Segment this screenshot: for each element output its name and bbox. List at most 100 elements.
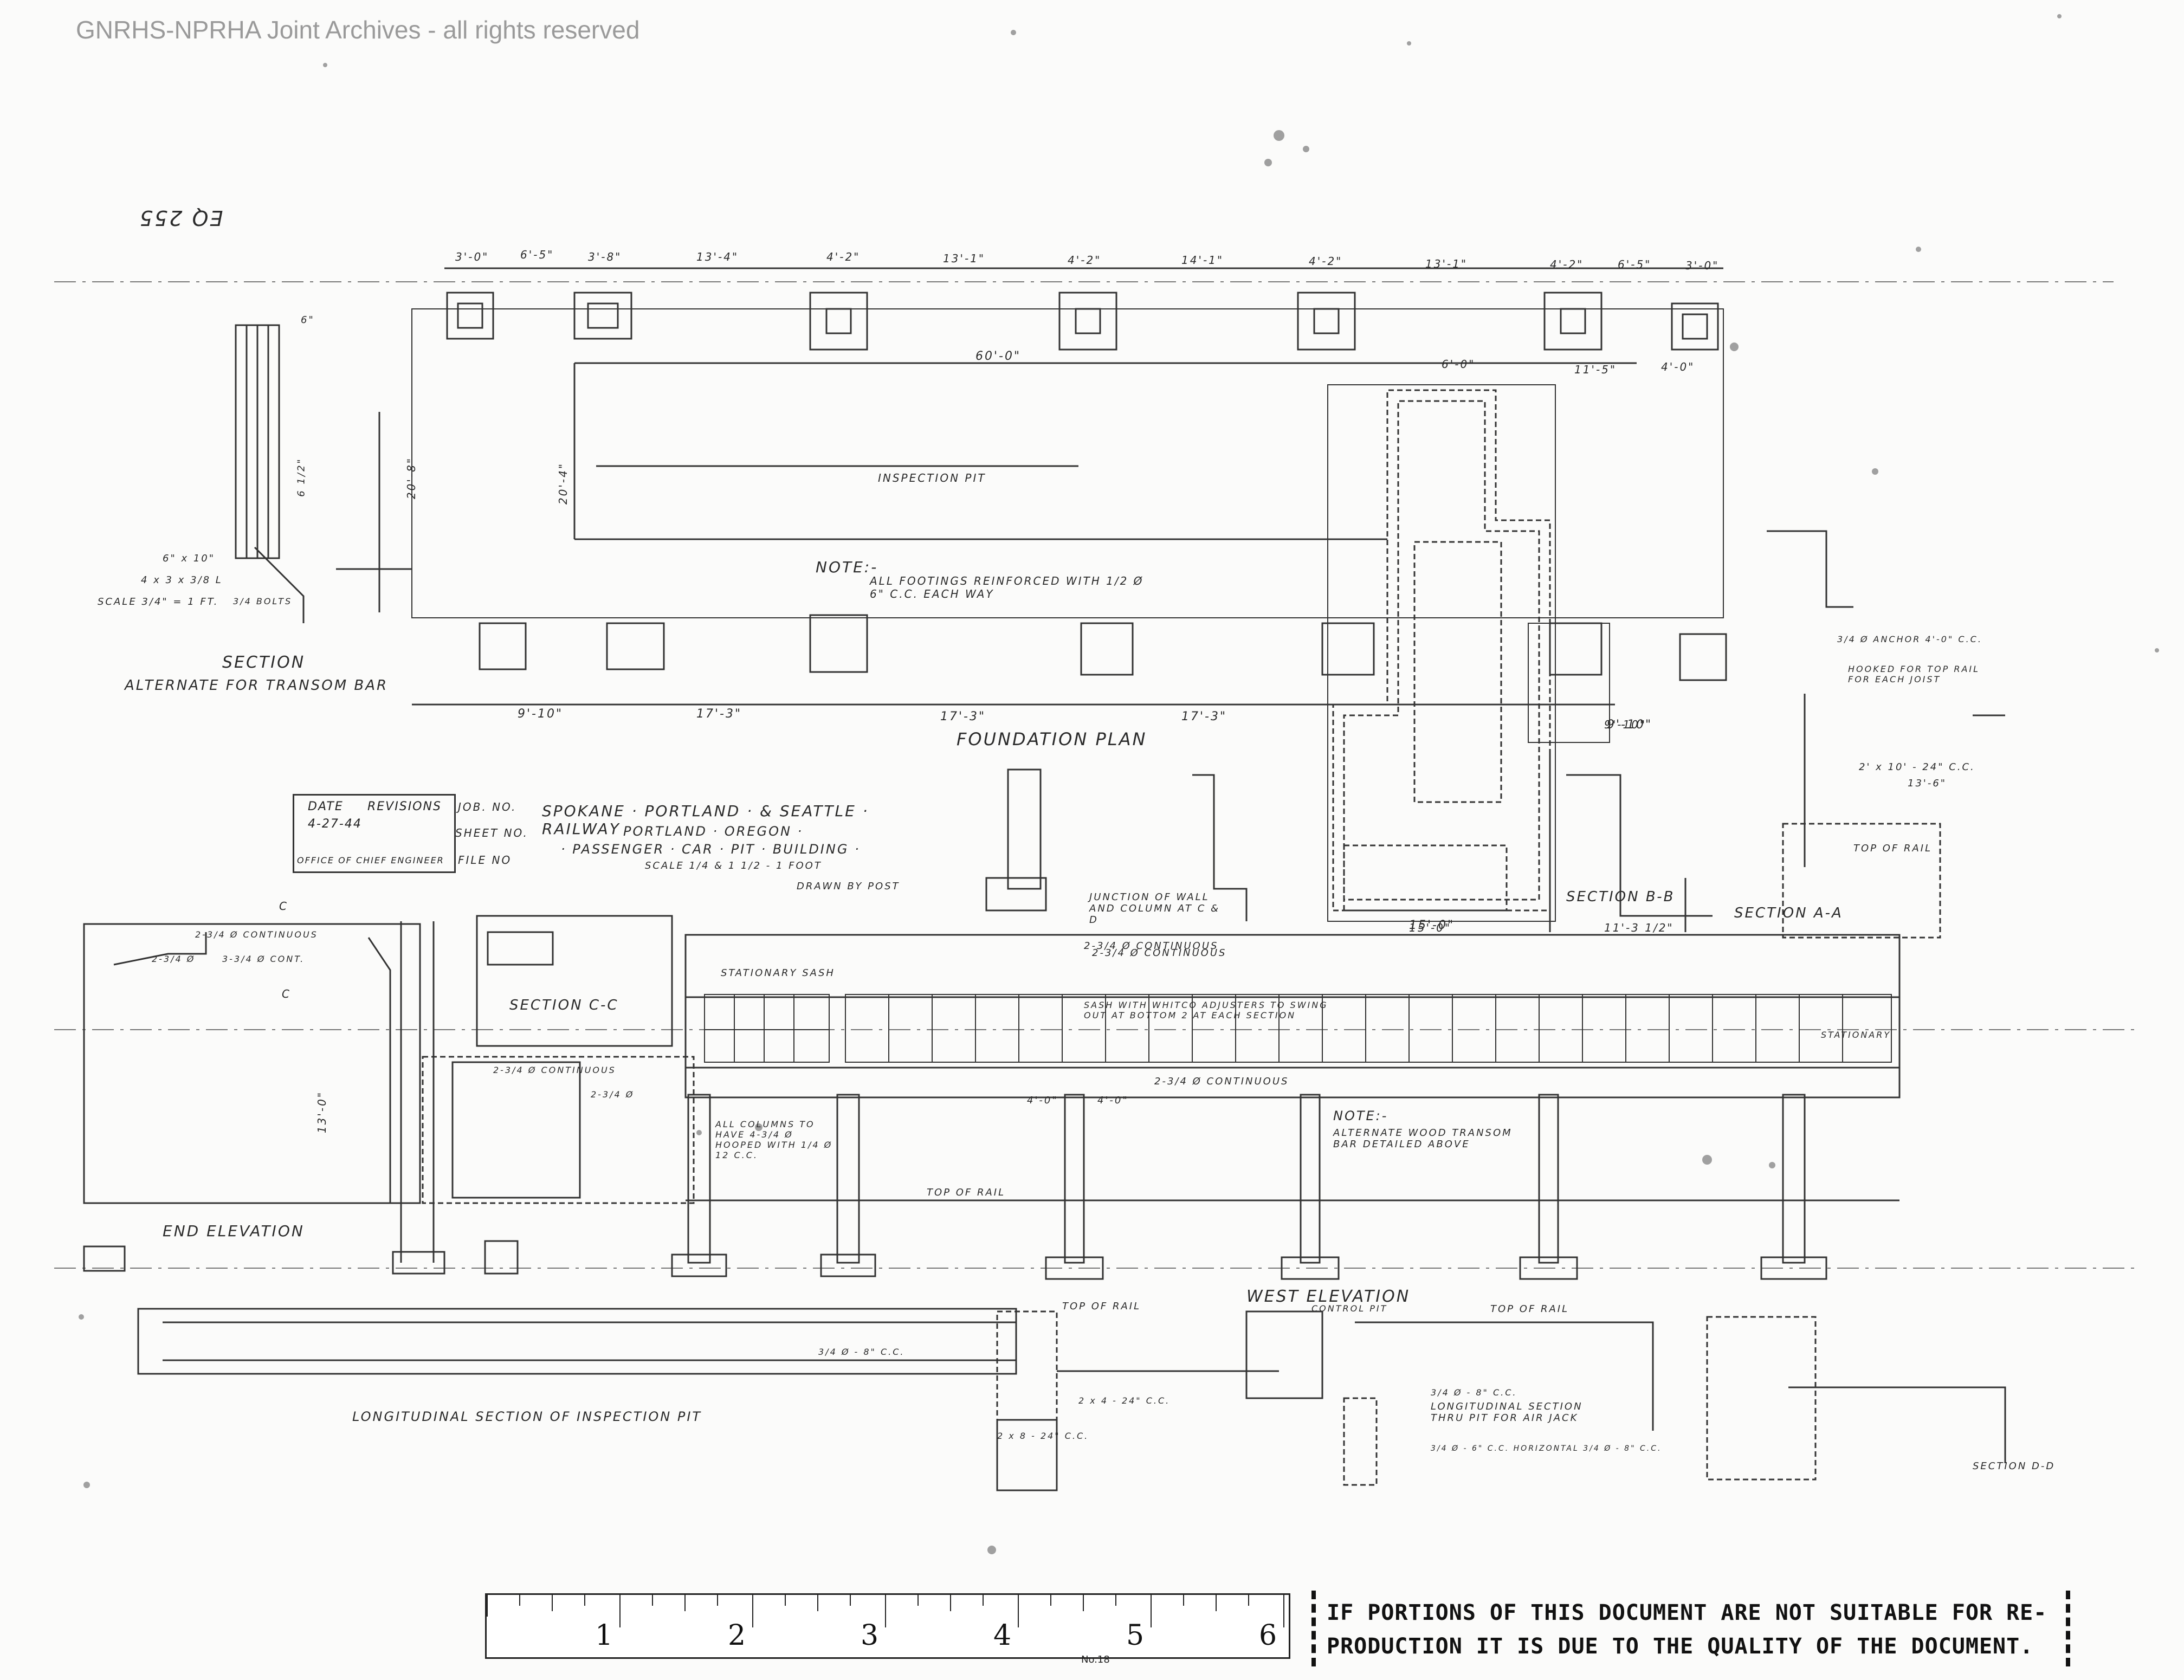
west-elevation-footings bbox=[671, 1253, 1827, 1280]
long-label-joist-2: 2 x 8 - 24" C.C. bbox=[997, 1431, 1089, 1441]
end-elevation-drawing bbox=[83, 915, 695, 1275]
west-elevation-title: WEST ELEVATION bbox=[1246, 1287, 1411, 1306]
foundation-plan bbox=[411, 267, 1727, 922]
aa-label-3: 2' x 10' - 24" C.C. bbox=[1859, 761, 1975, 773]
longitudinal-section-drawing bbox=[137, 1308, 2006, 1491]
continuous-mid-label: 2-3/4 Ø CONTINUOUS bbox=[1154, 1076, 1289, 1087]
aa-label-1: 3/4 Ø ANCHOR 4'-0" C.C. bbox=[1837, 634, 1982, 644]
long-label-rail-1: TOP OF RAIL bbox=[1062, 1301, 1141, 1312]
title-block: DATE REVISIONS 4-27-44 OFFICE OF CHIEF E… bbox=[293, 794, 905, 897]
sash-panes bbox=[704, 994, 1892, 1063]
end-label-height: 13'-0" bbox=[315, 1090, 329, 1134]
building-name: · PASSENGER · CAR · PIT · BUILDING · bbox=[561, 842, 861, 857]
dim-top-10: 13'-1" bbox=[1425, 257, 1468, 270]
transom-label-3: 3/4 BOLTS bbox=[233, 596, 293, 606]
ruler-number-1: 1 bbox=[595, 1619, 613, 1652]
drawing-scale: SCALE 1/4 & 1 1/2 - 1 FOOT bbox=[645, 860, 822, 871]
columns-note: ALL COLUMNS TO HAVE 4-3/4 Ø HOOPED WITH … bbox=[715, 1119, 833, 1160]
end-label-4: 2-3/4 Ø CONTINUOUS bbox=[493, 1065, 616, 1075]
sash-note: SASH WITH WHITCO ADJUSTERS TO SWING OUT … bbox=[1084, 1000, 1328, 1020]
width-dim-5: 6'-0" bbox=[1442, 358, 1476, 371]
transom-label-2: 4 x 3 x 3/8 L bbox=[141, 574, 223, 586]
section-cc-title: SECTION C-C bbox=[509, 997, 619, 1013]
dim-bottom-2: 17'-3" bbox=[696, 707, 742, 721]
dim-top-12: 6'-5" bbox=[1618, 258, 1652, 271]
section-top-of-rail: TOP OF RAIL bbox=[1853, 843, 1933, 854]
end-label-c-1: C bbox=[279, 900, 288, 913]
ruler-number-5: 5 bbox=[1126, 1619, 1145, 1652]
air-jack-label-2: 3/4 Ø - 6" C.C. HORIZONTAL 3/4 Ø - 8" C.… bbox=[1431, 1444, 1662, 1453]
air-jack-label-1: 3/4 Ø - 8" C.C. bbox=[1431, 1387, 1517, 1398]
end-label-1: 2-3/4 Ø CONTINUOUS bbox=[195, 929, 318, 940]
section-dd-title: SECTION D-D bbox=[1973, 1461, 2056, 1472]
junction-label: JUNCTION OF WALL AND COLUMN AT C & D bbox=[1089, 891, 1220, 926]
aa-label-2: HOOKED FOR TOP RAIL FOR EACH JOIST bbox=[1848, 664, 1980, 684]
stationary-sash-label: STATIONARY SASH bbox=[721, 967, 835, 979]
dim-top-13: 3'-0" bbox=[1685, 259, 1720, 272]
top-footings bbox=[446, 292, 1719, 351]
revisions-header: REVISIONS bbox=[367, 800, 442, 813]
longitudinal-title: LONGITUDINAL SECTION OF INSPECTION PIT bbox=[352, 1409, 702, 1424]
bottom-footings bbox=[479, 614, 1727, 681]
ruler-number-2: 2 bbox=[728, 1619, 746, 1652]
dim-top-6: 13'-1" bbox=[943, 252, 986, 265]
transom-section-subtitle: ALTERNATE FOR TRANSOM BAR bbox=[125, 677, 389, 694]
sheet-number-label: SHEET NO. bbox=[455, 826, 528, 839]
foundation-plan-title: FOUNDATION PLAN bbox=[957, 729, 1147, 749]
dim-bottom-4: 17'-3" bbox=[1181, 710, 1227, 723]
aa-label-4: 13'-6" bbox=[1908, 778, 1947, 789]
air-jack-pit bbox=[1332, 389, 1551, 912]
width-dim-6: 15'-0" bbox=[1409, 919, 1455, 932]
transom-section-scale: SCALE 3/4" = 1 FT. bbox=[98, 596, 219, 608]
west-note-heading: NOTE:- bbox=[1333, 1108, 1388, 1123]
west-dim-b: 4'-0" bbox=[1097, 1095, 1129, 1106]
notice-line-1: IF PORTIONS OF THIS DOCUMENT ARE NOT SUI… bbox=[1327, 1600, 2047, 1625]
archive-watermark: GNRHS-NPRHA Joint Archives - all rights … bbox=[76, 16, 640, 44]
ruler-number-3: 3 bbox=[861, 1619, 879, 1652]
notice-line-2: PRODUCTION IT IS DUE TO THE QUALITY OF T… bbox=[1327, 1634, 2034, 1659]
drawing-number-top: EQ 255 bbox=[138, 206, 223, 230]
dim-bottom-3: 17'-3" bbox=[940, 710, 986, 723]
drawn-by: DRAWN BY POST bbox=[797, 881, 900, 892]
dim-top-2: 6'-5" bbox=[520, 248, 554, 261]
foundation-note-text: ALL FOOTINGS REINFORCED WITH 1/2 Ø 6" C.… bbox=[870, 574, 1144, 600]
dim-top-4: 13'-4" bbox=[696, 250, 739, 263]
dim-bottom-5: 9'-10" bbox=[1607, 718, 1653, 732]
section-bb-title: SECTION B-B bbox=[1566, 889, 1675, 905]
transom-section-title: SECTION bbox=[222, 653, 306, 672]
end-elevation-title: END ELEVATION bbox=[163, 1222, 305, 1240]
section-bb-drawing bbox=[1549, 753, 1713, 932]
end-label-c-2: C bbox=[282, 987, 291, 1000]
end-label-3: 3-3/4 Ø CONT. bbox=[222, 954, 305, 964]
ruler-number-4: 4 bbox=[993, 1619, 1012, 1652]
dim-top-1: 3'-0" bbox=[455, 250, 489, 263]
railway-name: SPOKANE · PORTLAND · & SEATTLE · RAILWAY bbox=[542, 802, 869, 838]
dim-top-3: 3'-8" bbox=[588, 250, 622, 263]
dim-bottom-1: 9'-10" bbox=[518, 707, 564, 721]
west-elevation-drawing bbox=[671, 934, 1901, 1280]
ruler-number-6: 6 bbox=[1259, 1619, 1277, 1652]
continuous-upper-label: 2-3/4 Ø CONTINUOUS bbox=[1084, 940, 1219, 952]
dim-top-9: 4'-2" bbox=[1309, 255, 1343, 268]
inspection-pit-label: INSPECTION PIT bbox=[878, 471, 986, 484]
dim-top-7: 4'-2" bbox=[1068, 254, 1102, 267]
section-aa-drawing bbox=[1767, 530, 2005, 939]
west-dim-a: 4'-0" bbox=[1027, 1095, 1058, 1106]
transom-section-drawing bbox=[235, 324, 412, 623]
dim-top-5: 4'-2" bbox=[826, 250, 861, 263]
revision-date: 4-27-44 bbox=[308, 817, 362, 831]
west-note-text: ALTERNATE WOOD TRANSOM BAR DETAILED ABOV… bbox=[1333, 1127, 1513, 1150]
long-label-joist-1: 2 x 4 - 24" C.C. bbox=[1078, 1395, 1171, 1406]
foundation-note-heading: NOTE:- bbox=[816, 558, 878, 576]
bb-dim-3: 9'-10" bbox=[1604, 718, 1647, 731]
stationary-label: STATIONARY bbox=[1821, 1030, 1891, 1040]
job-number-label: JOB. NO. bbox=[458, 800, 517, 813]
file-number-label: FILE NO bbox=[458, 854, 512, 867]
width-dim-1: 20'-8" bbox=[405, 456, 418, 500]
width-dim-3: 11'-5" bbox=[1574, 363, 1617, 376]
width-dim-2: 20'-4" bbox=[557, 462, 570, 505]
paper-speckle bbox=[79, 14, 2159, 1554]
transom-label-5: 6 1/2" bbox=[295, 457, 307, 497]
overall-length-dim: 60'-0" bbox=[975, 350, 1022, 363]
